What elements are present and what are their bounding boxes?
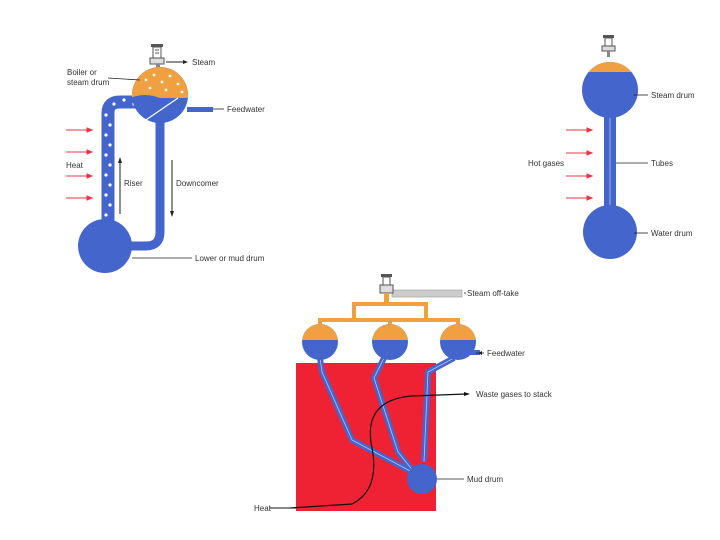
riser-bubbles <box>104 98 136 217</box>
steam-drum-right <box>582 62 638 118</box>
left-boiler-diagram: Steam Boiler or steam drum Feedwater Hea… <box>66 44 265 273</box>
steam-valve-icon <box>149 44 165 68</box>
label-feedwater: Feedwater <box>227 105 265 114</box>
label-heat: Heat <box>66 161 84 170</box>
riser-tube <box>101 95 140 222</box>
label-heat-bottom: Heat <box>254 504 272 513</box>
label-steam-drum: Steam drum <box>651 91 695 100</box>
label-tubes: Tubes <box>651 159 673 168</box>
right-boiler-diagram: Steam drum Hot gases Tubes Water drum <box>528 35 695 259</box>
steam-arrowhead <box>183 60 188 64</box>
feedwater-pipe-bottom <box>470 350 480 355</box>
steam-header-piping <box>318 302 460 326</box>
upper-drum-2 <box>372 324 408 360</box>
water-drum-right <box>583 205 637 259</box>
label-mud-drum: Lower or mud drum <box>195 254 265 263</box>
steam-valve-icon <box>601 35 616 57</box>
label-steam-offtake: Steam off-take <box>467 289 519 298</box>
heat-arrows-right <box>566 127 594 201</box>
label-riser: Riser <box>124 179 143 188</box>
heat-arrows-left <box>66 127 94 201</box>
mud-drum-left <box>78 219 132 273</box>
label-hot-gases: Hot gases <box>528 159 564 168</box>
label-boiler-2: steam drum <box>67 78 110 87</box>
upper-drum-3 <box>440 324 476 360</box>
label-feedwater-bottom: Feedwater <box>487 349 525 358</box>
label-waste-gases: Waste gases to stack <box>476 390 553 399</box>
label-downcomer: Downcomer <box>176 179 219 188</box>
upper-drum-1 <box>302 324 338 360</box>
steam-valve-icon <box>379 274 394 304</box>
feedwater-pipe-left <box>187 107 213 112</box>
mud-drum-bottom <box>407 464 437 494</box>
bottom-boiler-diagram: Steam off-take Feedwater Waste gases to … <box>254 274 553 513</box>
steam-offtake-pipe <box>391 289 463 298</box>
hot-gas-flow-line <box>289 393 467 509</box>
downcomer-tube <box>126 122 165 251</box>
label-boiler: Boiler or <box>67 68 97 77</box>
label-mud-drum-bottom: Mud drum <box>467 475 503 484</box>
label-steam: Steam <box>192 58 215 67</box>
label-water-drum: Water drum <box>651 229 693 238</box>
